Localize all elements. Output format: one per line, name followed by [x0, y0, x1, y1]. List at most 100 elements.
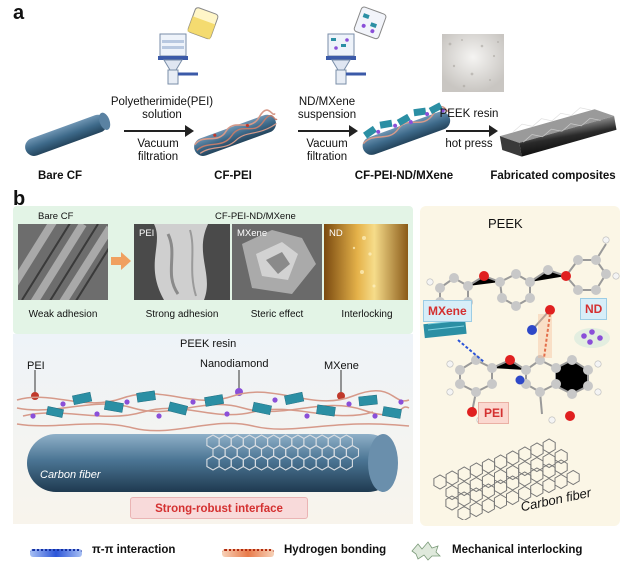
graphene-sheet-hexagon	[445, 484, 459, 501]
graphene-sheet-hexagon	[433, 474, 447, 490]
graphene-sheet-hexagon	[542, 438, 556, 454]
mxene-pointer-label: MXene	[324, 360, 359, 372]
stage-fabricated-composites: Fabricated composites	[490, 170, 616, 182]
interface-schematic	[16, 370, 410, 492]
caption-strong-adhesion: Strong adhesion	[145, 309, 219, 320]
graphene-sheet-hexagon	[445, 470, 459, 486]
cf-pei-rod	[194, 109, 278, 156]
interface-schematic-background	[13, 334, 413, 524]
step1-top-label: Polyetherimide(PEI)solution	[110, 96, 214, 121]
graphene-sheet-hexagon	[493, 479, 508, 495]
step3-bottom-label: hot press	[445, 138, 493, 150]
graphene-sheet-hexagon	[566, 469, 580, 486]
graphene-sheet-hexagon	[530, 442, 544, 458]
pei-pointer-label: PEI	[27, 360, 45, 372]
graphene-sheet-hexagon	[518, 485, 532, 502]
peek-molecule	[423, 236, 620, 520]
graphene-sheet-hexagon	[457, 480, 471, 497]
process-arrow-2	[298, 125, 358, 137]
strong-robust-interface-badge: Strong-robust interface	[130, 497, 308, 519]
graphene-sheet-hexagon	[457, 505, 471, 520]
panel-b-letter: b	[13, 188, 26, 210]
ndmxene-funnel-icon	[326, 6, 387, 85]
bare-cf-rod	[25, 112, 111, 156]
graphene-sheet-hexagon	[481, 483, 495, 499]
sem-to-group-arrow	[111, 252, 131, 270]
legend-mech-text: Mechanical interlocking	[452, 544, 583, 556]
process-arrow-1	[124, 125, 194, 137]
graphene-sheet-hexagon	[469, 476, 483, 493]
mxene-box-text: MXene	[428, 304, 467, 318]
legend-hbond-swatch	[222, 549, 274, 557]
legend-mech-icon	[411, 541, 441, 561]
stage-bare-cf: Bare CF	[37, 170, 83, 182]
fabricated-composite-block	[499, 107, 617, 157]
legend-pipi-text: π-π interaction	[92, 544, 176, 556]
strong-robust-interface-text: Strong-robust interface	[155, 503, 283, 515]
sem-tag-nd: ND	[329, 228, 343, 239]
graphene-sheet-hexagon	[506, 489, 520, 506]
caption-interlocking: Interlocking	[341, 309, 393, 320]
sem-bare-title: Bare CF	[38, 211, 74, 222]
graphene-sheet-hexagon	[530, 456, 544, 473]
graphene-sheet-hexagon	[494, 454, 508, 470]
nd-box: ND	[580, 298, 608, 320]
graphene-sheet-hexagon	[457, 491, 471, 507]
stage-cf-pei: CF-PEI	[214, 170, 252, 182]
graphene-hexagon	[339, 455, 353, 471]
sem-tag-mxene: MXene	[237, 228, 268, 239]
pei-box-text: PEI	[484, 406, 504, 420]
sem-image-nd	[324, 224, 408, 300]
sem-image-bare-cf	[18, 224, 108, 300]
peek-resin-powder-image	[442, 34, 504, 92]
graphene-sheet-hexagon	[457, 466, 471, 482]
mxene-box: MXene	[423, 300, 472, 322]
carbon-fiber-label: Carbon fiber	[40, 469, 101, 481]
graphene-sheet-hexagon	[554, 459, 568, 475]
graphene-sheet-hexagon	[542, 463, 556, 479]
graphene-sheet-hexagon	[481, 497, 495, 514]
pei-funnel-icon	[158, 7, 219, 85]
graphene-sheet-hexagon	[494, 468, 508, 485]
legend-pipi-swatch	[30, 549, 82, 557]
cf-pei-nd-mxene-rod	[362, 102, 451, 155]
stage-cf-pei-nd-mxene: CF-PEI-ND/MXene	[354, 170, 454, 182]
graphene-sheet-hexagon	[530, 481, 544, 498]
panel-a-letter: a	[13, 2, 25, 24]
graphene-sheet-hexagon	[469, 487, 483, 503]
sem-image-pei	[134, 224, 230, 300]
graphene-sheet-hexagon	[481, 472, 495, 489]
process-arrow-3	[446, 125, 498, 137]
graphene-sheet-hexagon	[542, 452, 556, 469]
graphene-sheet-hexagon	[518, 471, 532, 487]
graphene-sheet-hexagon	[469, 501, 483, 518]
graphene-sheet-hexagon	[481, 458, 496, 474]
nanodiamond-pointer-label: Nanodiamond	[200, 358, 269, 370]
graphene-sheet-hexagon	[530, 467, 544, 483]
peek-resin-label: PEEK resin	[180, 338, 237, 350]
graphene-sheet-hexagon	[506, 464, 520, 481]
sem-group-title: CF-PEI-ND/MXene	[215, 211, 296, 222]
caption-steric-effect: Steric effect	[250, 309, 304, 320]
graphene-sheet-hexagon	[518, 460, 532, 477]
graphene-sheet-hexagon	[518, 446, 532, 462]
graphene-sheet-hexagon	[554, 473, 568, 490]
graphene-sheet-hexagon	[554, 448, 568, 465]
sem-image-mxene	[232, 224, 322, 300]
peek-title: PEEK	[488, 216, 523, 231]
graphene-sheet-hexagon	[506, 475, 520, 491]
graphene-sheet-hexagon	[493, 493, 507, 510]
graphene-sheet-hexagon	[542, 477, 556, 494]
graphene-sheet-hexagon	[506, 450, 520, 466]
legend-hbond-text: Hydrogen bonding	[284, 544, 387, 556]
pei-box: PEI	[478, 402, 510, 424]
caption-weak-adhesion: Weak adhesion	[28, 309, 98, 320]
graphene-sheet-hexagon	[469, 462, 483, 478]
nd-box-text: ND	[585, 302, 603, 316]
step3-top-label: PEEK resin	[439, 108, 499, 120]
graphene-sheet-hexagon	[445, 495, 459, 511]
sem-tag-pei: PEI	[139, 228, 155, 239]
